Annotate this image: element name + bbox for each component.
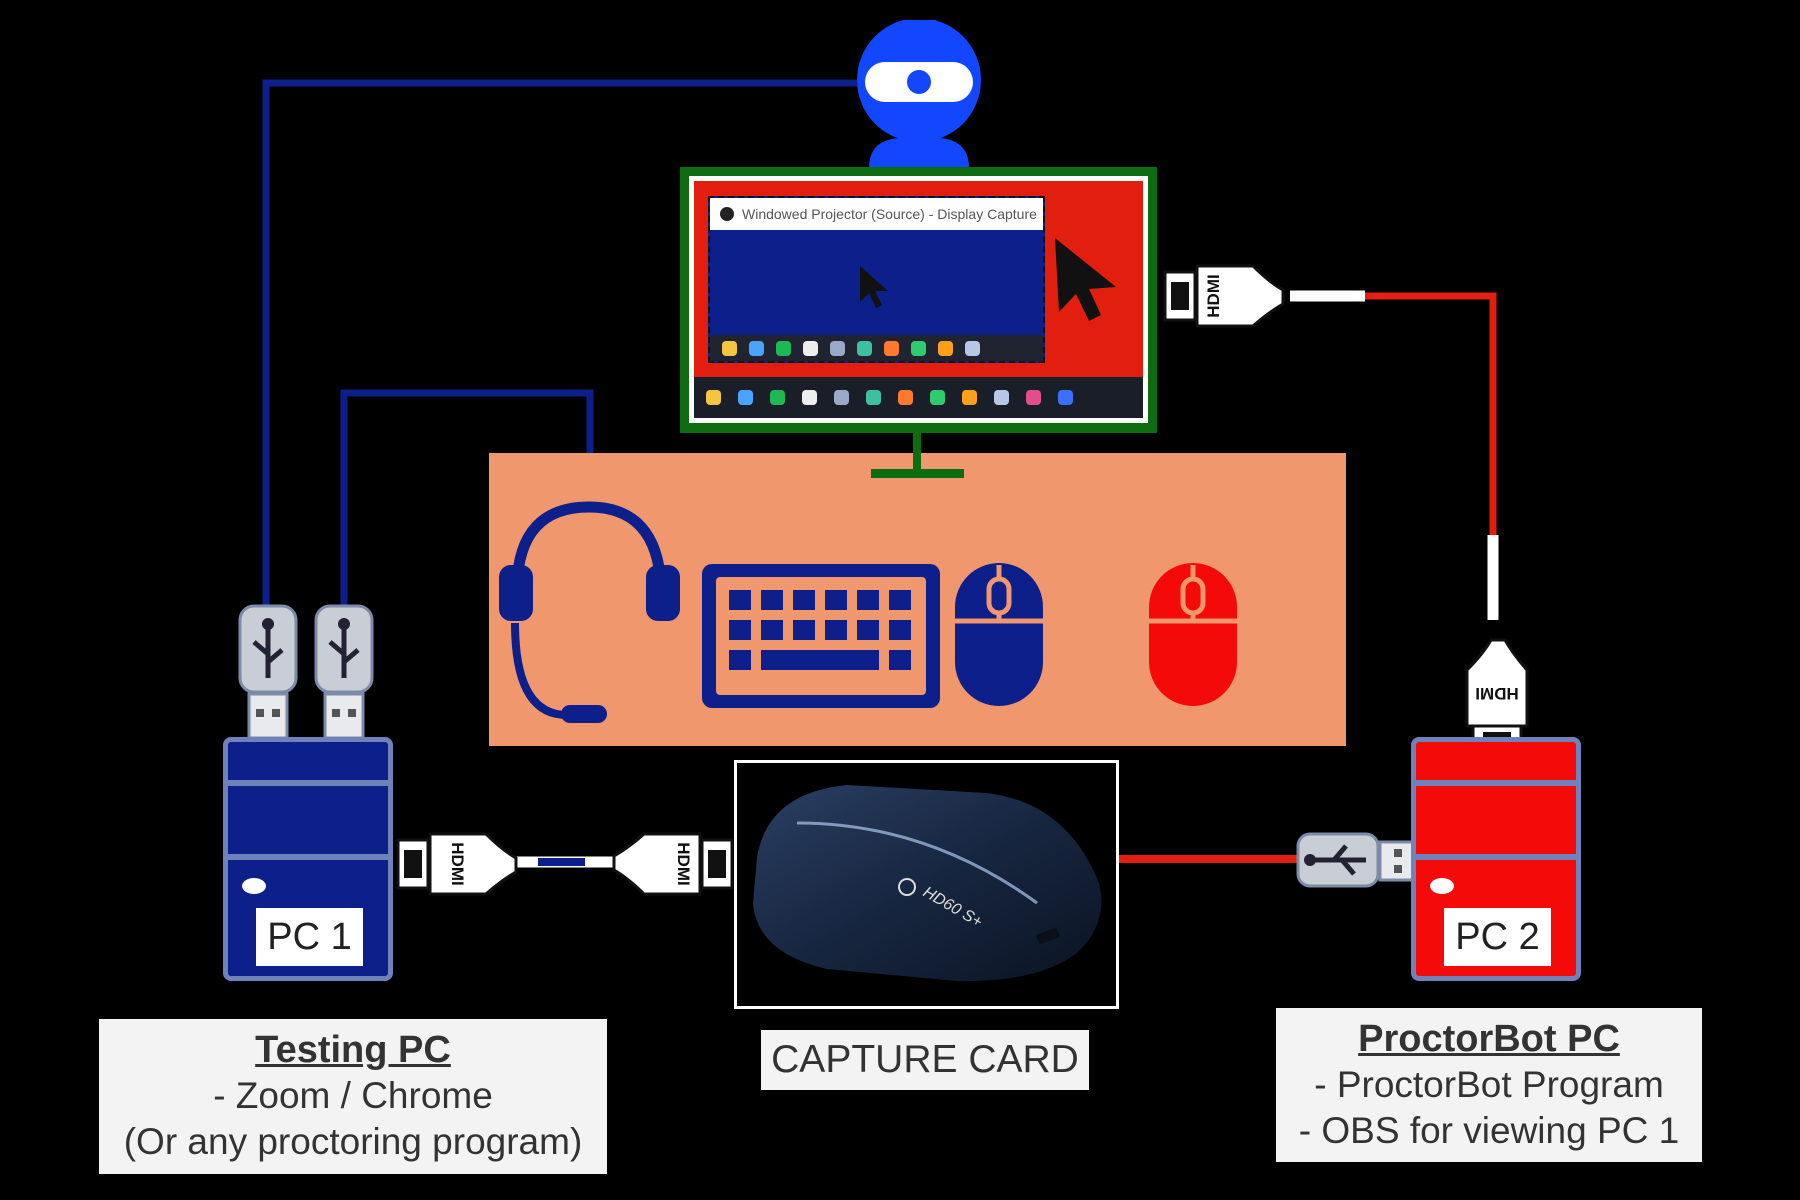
sticky-notes-icon[interactable]	[722, 340, 737, 356]
obs-logo-icon	[720, 207, 734, 221]
drive-bay-line	[228, 780, 388, 786]
projector-title: Windowed Projector (Source) - Display Ca…	[742, 206, 1037, 222]
keyboard-key	[889, 620, 911, 640]
monitor: Windowed Projector (Source) - Display Ca…	[680, 167, 1157, 433]
slider-app-icon[interactable]	[1026, 390, 1041, 405]
keyboard-key	[857, 590, 879, 610]
pc1-tower: PC 1	[223, 737, 393, 981]
messenger-icon[interactable]	[866, 390, 881, 405]
keyboard-key	[857, 620, 879, 640]
hdmi-plug-capture	[612, 832, 734, 896]
pc1-taskbar	[710, 335, 1043, 361]
mouse-icon-pc1	[955, 563, 1043, 706]
proctorbot-pc-line: - ProctorBot Program	[1314, 1064, 1664, 1105]
drive-bay-line	[1416, 854, 1576, 860]
proctorbot-pc-caption: ProctorBot PC - ProctorBot Program - OBS…	[1276, 1008, 1702, 1162]
keyboard-key	[761, 590, 783, 610]
peripherals	[499, 501, 1237, 723]
cursor-icon	[860, 266, 888, 308]
usb-symbol-icon	[252, 624, 284, 678]
vs-icon[interactable]	[857, 340, 872, 356]
capture-card-caption: CAPTURE CARD	[761, 1030, 1089, 1090]
illustrator-icon[interactable]	[962, 390, 977, 405]
hdmi-plug-pc1	[396, 832, 518, 896]
chrome-icon[interactable]	[770, 390, 785, 405]
steam-icon[interactable]	[802, 390, 817, 405]
usb-symbol-icon	[1310, 844, 1366, 876]
monitor-stand-neck	[913, 433, 921, 469]
drive-bay-line	[1416, 780, 1576, 786]
desk	[489, 453, 1346, 746]
hdmi-plug-monitor	[1163, 264, 1285, 328]
elgato-logo-icon	[898, 878, 916, 896]
mail-icon[interactable]	[830, 340, 845, 356]
testing-pc-line: (Or any proctoring program)	[123, 1121, 583, 1162]
testing-pc-line: - Zoom / Chrome	[213, 1075, 493, 1116]
keyboard-key	[729, 590, 751, 610]
pc2-label: PC 2	[1444, 908, 1551, 966]
keyboard-keys	[729, 590, 911, 670]
hdmi-label-capture: HDMI	[674, 842, 693, 885]
spotify-icon[interactable]	[776, 340, 791, 356]
keyboard-key	[793, 590, 815, 610]
photos-icon[interactable]	[898, 390, 913, 405]
keyboard-key	[793, 620, 815, 640]
keyboard-key	[825, 590, 847, 610]
hdmi-label-monitor: HDMI	[1204, 274, 1223, 317]
power-led	[1430, 878, 1454, 894]
capture-card-device: HD60 S+	[753, 785, 1102, 982]
copilot-icon[interactable]	[706, 390, 721, 405]
webcam-cable	[262, 79, 857, 610]
webcam-icon	[857, 20, 981, 168]
photoshop-icon[interactable]	[930, 390, 945, 405]
hdmi-label-pc1: HDMI	[448, 842, 467, 885]
keyboard-key	[825, 620, 847, 640]
pen-icon[interactable]	[884, 340, 899, 356]
obs-projector-window[interactable]: Windowed Projector (Source) - Display Ca…	[708, 196, 1045, 363]
keyboard-key	[761, 650, 879, 670]
proctorbot-pc-line: - OBS for viewing PC 1	[1298, 1110, 1680, 1151]
usb-plug-headset	[314, 604, 374, 740]
power-led	[242, 878, 266, 894]
keyboard-key	[889, 590, 911, 610]
keyboard-key	[729, 620, 751, 640]
keyboard-key	[761, 620, 783, 640]
explorer-icon[interactable]	[738, 390, 753, 405]
monitor-screen: Windowed Projector (Source) - Display Ca…	[689, 176, 1148, 423]
usb-plug-capture	[1296, 832, 1420, 888]
nodejs-icon[interactable]	[994, 390, 1009, 405]
testing-pc-caption: Testing PC - Zoom / Chrome (Or any proct…	[99, 1019, 607, 1174]
headset-cable	[340, 389, 594, 610]
usb-symbol-icon	[328, 624, 360, 678]
projector-title-bar[interactable]: Windowed Projector (Source) - Display Ca…	[710, 198, 1043, 230]
obs-icon[interactable]	[911, 340, 926, 356]
orange-app-icon[interactable]	[938, 340, 953, 356]
large-cursor-icon	[1055, 238, 1116, 321]
keyboard-key	[889, 650, 911, 670]
usb-plug-webcam	[238, 604, 298, 740]
pc2-hdmi-cable-red	[1365, 292, 1497, 535]
vscode-icon[interactable]	[834, 390, 849, 405]
headset-icon	[499, 501, 680, 723]
pc2-taskbar	[694, 377, 1143, 418]
notes-icon[interactable]	[965, 340, 980, 356]
drive-bay-line	[228, 854, 388, 860]
capcut-icon[interactable]	[803, 340, 818, 356]
pc2-tower: PC 2	[1411, 737, 1581, 981]
pc1-label: PC 1	[256, 908, 363, 966]
pc2-desktop: Windowed Projector (Source) - Display Ca…	[694, 181, 1143, 377]
capture-card-photo: HD60 S+	[734, 760, 1119, 1009]
testing-pc-title: Testing PC	[255, 1029, 451, 1071]
v-app-icon[interactable]	[1058, 390, 1073, 405]
mouse-icon-pc2	[1149, 563, 1237, 706]
keyboard-key	[729, 650, 751, 670]
monitor-stand-base	[871, 469, 964, 478]
files-icon[interactable]	[749, 340, 764, 356]
proctorbot-pc-title: ProctorBot PC	[1358, 1018, 1620, 1060]
hdmi-label-pc2: HDMI	[1475, 684, 1518, 703]
